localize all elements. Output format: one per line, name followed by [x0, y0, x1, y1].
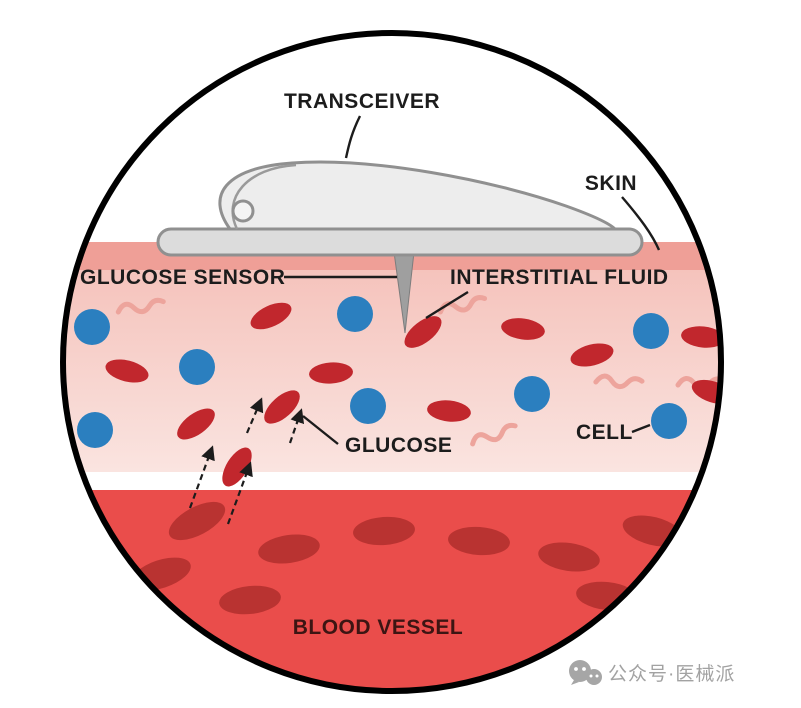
blood-cell — [219, 585, 281, 615]
glucose-molecule — [250, 302, 292, 330]
wechat-eye — [574, 667, 578, 671]
blood-cell — [448, 526, 510, 556]
label-lines — [284, 115, 661, 445]
glucose-line — [302, 415, 339, 445]
blood-cell — [168, 501, 226, 541]
diffusion-arrow — [288, 408, 305, 444]
skin-label: SKIN — [585, 172, 637, 195]
glucose-molecule — [177, 408, 215, 440]
glucose-molecule — [501, 318, 545, 340]
cell-line — [631, 423, 651, 434]
diffusion-arrow — [226, 461, 253, 525]
tissue-cell — [514, 376, 550, 412]
device-roll-seam — [231, 163, 297, 230]
blood-cell — [353, 516, 415, 546]
wechat-eye — [589, 674, 593, 678]
watermark-text: 公众号·医械派 — [608, 663, 735, 685]
wechat-bubble-small — [586, 669, 602, 685]
interstitial-fluid-label: INTERSTITIAL FLUID — [450, 266, 669, 289]
circle-frame — [60, 30, 724, 694]
glucose-molecule — [427, 400, 471, 422]
interstitial-fluid-layer — [63, 270, 721, 472]
transceiver-label: TRANSCEIVER — [284, 90, 440, 113]
glucose-molecule — [264, 390, 300, 424]
glucose-molecule — [105, 359, 149, 383]
glucose-molecule — [681, 326, 721, 348]
vessel-wall-gap — [63, 472, 721, 490]
glucose-sensor-label: GLUCOSE SENSOR — [80, 266, 285, 289]
glucose-molecule — [309, 362, 353, 384]
wechat-icon — [569, 660, 602, 685]
tissue-cell — [179, 349, 215, 385]
tissue-cell — [337, 296, 373, 332]
wechat-bubble-tail — [571, 680, 579, 685]
tissue-cell — [633, 313, 669, 349]
glucose-molecule — [691, 379, 721, 405]
diffusion-arrows — [188, 397, 305, 525]
transceiver-line — [344, 115, 362, 159]
watermark: 公众号·医械派 — [569, 660, 735, 685]
diffusion-arrow — [245, 397, 264, 434]
fiber-squiggle — [593, 373, 645, 390]
transceiver-device — [156, 160, 644, 257]
tissue-cell — [350, 388, 386, 424]
diffusion-arrow — [188, 445, 215, 509]
blood-vessel-label: BLOOD VESSEL — [293, 616, 464, 639]
cell-label: CELL — [576, 421, 633, 444]
fiber-squiggle — [115, 297, 166, 315]
device-base — [156, 227, 644, 257]
glucose-label: GLUCOSE — [345, 434, 452, 457]
glucose-molecule — [222, 447, 252, 487]
tissue-cells — [74, 296, 687, 448]
skin-line — [621, 196, 661, 251]
wechat-eye — [595, 674, 599, 678]
glucose-molecules — [105, 302, 721, 487]
tissue-cell — [77, 412, 113, 448]
device-body — [218, 160, 617, 231]
glucose-molecule — [570, 343, 614, 367]
glucose-molecule — [404, 316, 442, 348]
blood-cell — [258, 534, 320, 564]
blood-cell — [538, 542, 600, 572]
tissue-cell — [651, 403, 687, 439]
device-hinge-dot — [231, 199, 255, 223]
interstitial-fluid-line — [425, 290, 469, 320]
wechat-bubble-large — [569, 660, 591, 682]
tissue-cell — [74, 309, 110, 345]
wechat-eye — [582, 667, 586, 671]
fiber-squiggle — [470, 422, 518, 447]
